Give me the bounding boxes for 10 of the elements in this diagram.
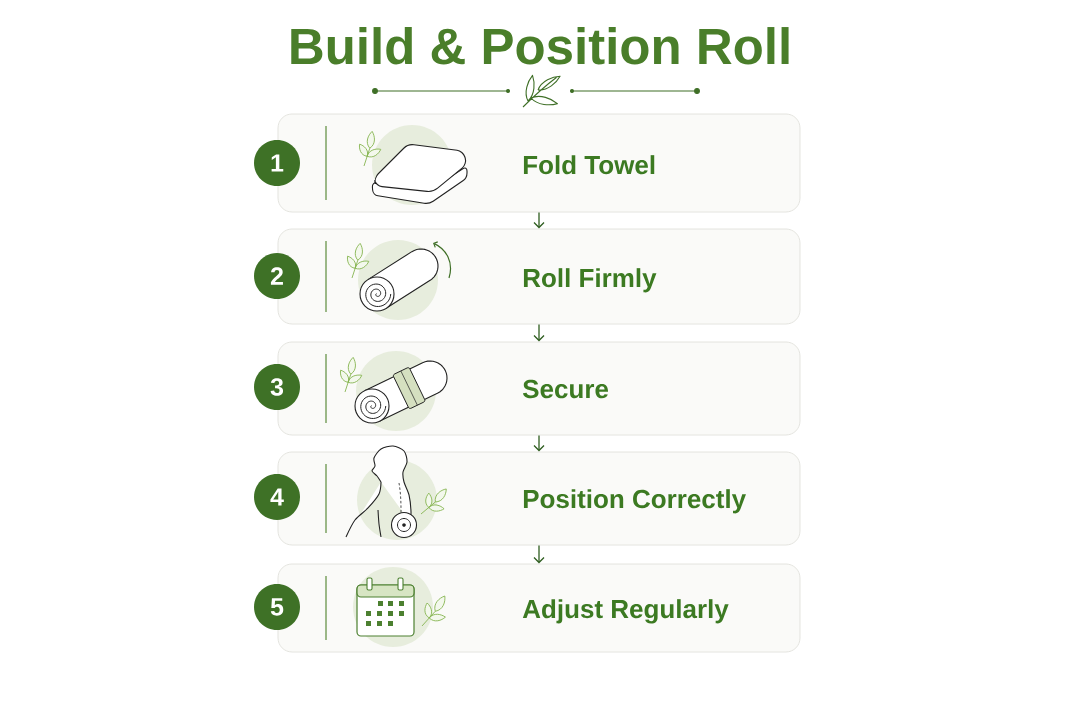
step-number-badge: 4 (254, 474, 300, 520)
arrow (533, 544, 545, 564)
step-number-badge: 1 (254, 140, 300, 186)
step-number-badge: 3 (254, 364, 300, 410)
step-number-badge: 5 (254, 584, 300, 630)
arrow (533, 323, 545, 342)
arrow (533, 211, 545, 229)
title: Build & Position Roll (291, 27, 789, 65)
arrow (533, 434, 545, 452)
step-number-badge: 2 (254, 253, 300, 299)
